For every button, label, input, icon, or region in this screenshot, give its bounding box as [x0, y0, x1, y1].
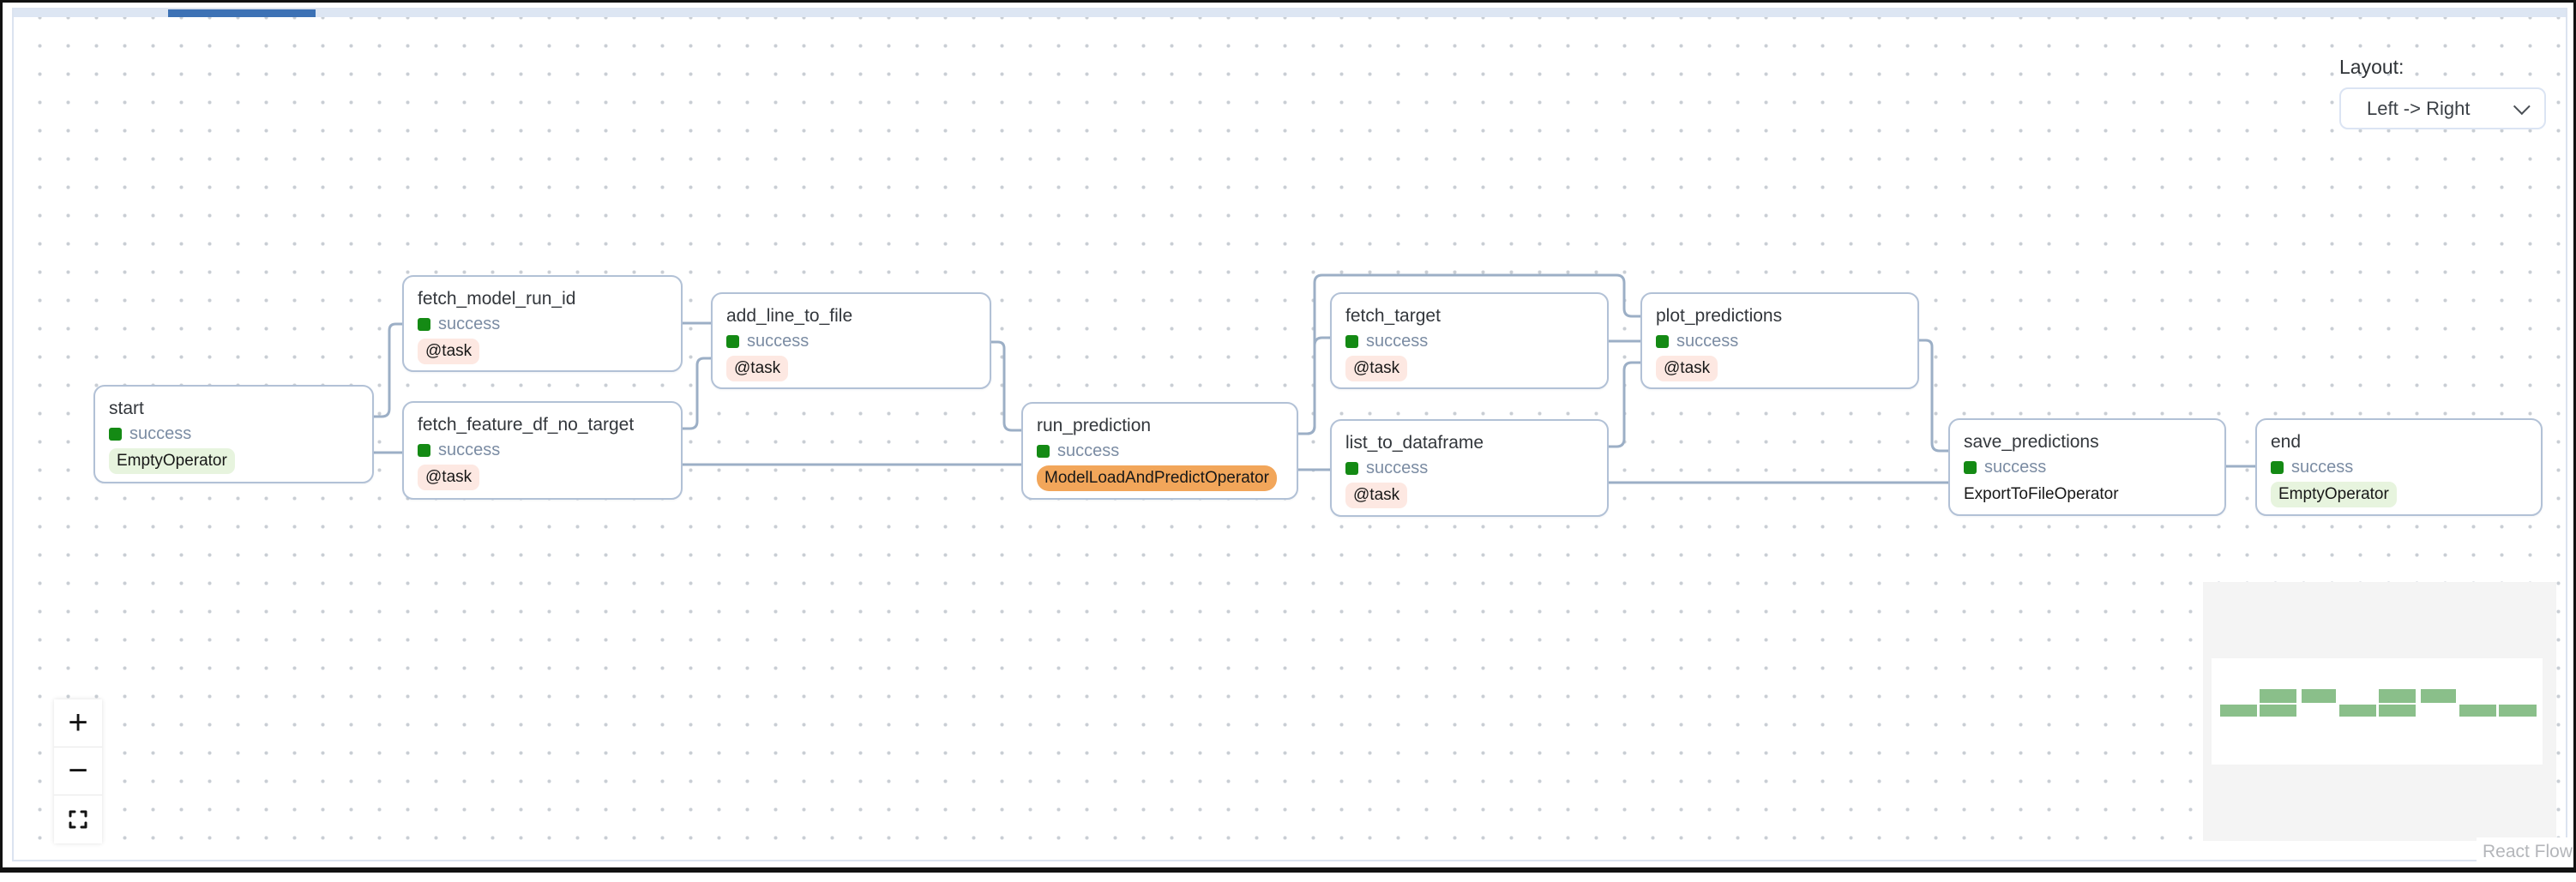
layout-label: Layout: — [2339, 56, 2404, 78]
layout-select[interactable]: Left -> Right — [2339, 87, 2546, 129]
top-scrollbar-thumb[interactable] — [168, 9, 316, 17]
task-title: fetch_feature_df_no_target — [418, 415, 635, 435]
task-state-label: success — [2291, 458, 2354, 477]
task-state-row: success — [1964, 455, 2224, 479]
task-state-label: success — [1676, 332, 1739, 351]
minimap-node — [2459, 705, 2496, 717]
operator-badge: @task — [418, 465, 480, 490]
operator-badge: ModelLoadAndPredictOperator — [1037, 465, 1277, 491]
operator-badge: @task — [726, 356, 789, 381]
minimap-node — [2260, 705, 2296, 717]
success-status-icon — [109, 427, 122, 441]
task-state-row: success — [418, 312, 681, 336]
success-status-icon — [1345, 334, 1358, 348]
operator-badge: ExportToFileOperator — [1964, 485, 2119, 503]
task-state-row: success — [726, 329, 990, 353]
task-state-label: success — [1057, 441, 1120, 460]
plus-icon: + — [68, 704, 88, 741]
minimap-node — [2220, 705, 2257, 717]
success-status-icon — [2271, 460, 2284, 474]
success-status-icon — [1656, 334, 1669, 348]
task-title: plot_predictions — [1656, 306, 1783, 326]
task-state-row: success — [1037, 439, 1297, 463]
minimap-node — [2339, 705, 2376, 717]
task-state-row: success — [418, 438, 681, 462]
zoom-in-button[interactable]: + — [54, 699, 102, 747]
minimap[interactable] — [2203, 582, 2556, 841]
operator-badge: @task — [1345, 483, 1408, 508]
task-state-row: success — [1345, 456, 1607, 480]
operator-badge: @task — [1345, 356, 1408, 381]
task-title: run_prediction — [1037, 416, 1152, 435]
success-status-icon — [1037, 444, 1050, 458]
success-status-icon — [1964, 460, 1977, 474]
operator-badge: EmptyOperator — [2271, 482, 2397, 507]
minimap-node — [2421, 689, 2456, 703]
minimap-node — [2379, 689, 2416, 703]
task-state-label: success — [438, 315, 501, 333]
fit-view-icon — [69, 810, 87, 829]
task-state-label: success — [1366, 332, 1429, 351]
operator-badge: @task — [1656, 356, 1718, 381]
task-title: save_predictions — [1964, 432, 2099, 452]
operator-badge: EmptyOperator — [109, 448, 235, 474]
top-scrollbar-track — [14, 9, 2566, 17]
success-status-icon — [418, 443, 430, 457]
task-state-label: success — [1366, 459, 1429, 477]
task-state-row: success — [1345, 329, 1607, 353]
task-state-label: success — [747, 332, 810, 351]
task-state-label: success — [129, 424, 192, 443]
minimap-node — [2302, 689, 2336, 703]
minimap-node — [2260, 689, 2296, 703]
task-title: fetch_target — [1345, 306, 1441, 326]
minimap-node — [2499, 705, 2537, 717]
fit-view-button[interactable] — [54, 795, 102, 843]
zoom-controls: + − — [54, 699, 102, 843]
zoom-out-button[interactable]: − — [54, 747, 102, 795]
reactflow-attribution-link[interactable]: React Flow — [2477, 837, 2573, 867]
task-state-row: success — [1656, 329, 1917, 353]
layout-selected-value: Left -> Right — [2367, 97, 2471, 119]
task-state-label: success — [1984, 458, 2047, 477]
task-title: add_line_to_file — [726, 306, 853, 326]
minus-icon: − — [68, 752, 88, 789]
success-status-icon — [418, 317, 430, 331]
chevron-down-icon — [2513, 97, 2531, 115]
task-title: list_to_dataframe — [1345, 433, 1484, 453]
task-title: fetch_model_run_id — [418, 289, 576, 309]
task-title: start — [109, 399, 144, 418]
task-state-label: success — [438, 441, 501, 459]
operator-badge: @task — [418, 339, 480, 364]
layout-panel: Layout: Left -> Right — [2339, 56, 2549, 129]
task-title: end — [2271, 432, 2302, 452]
task-state-row: success — [2271, 455, 2541, 479]
task-state-row: success — [109, 422, 372, 446]
success-status-icon — [1345, 461, 1358, 475]
success-status-icon — [726, 334, 739, 348]
minimap-node — [2379, 705, 2416, 717]
